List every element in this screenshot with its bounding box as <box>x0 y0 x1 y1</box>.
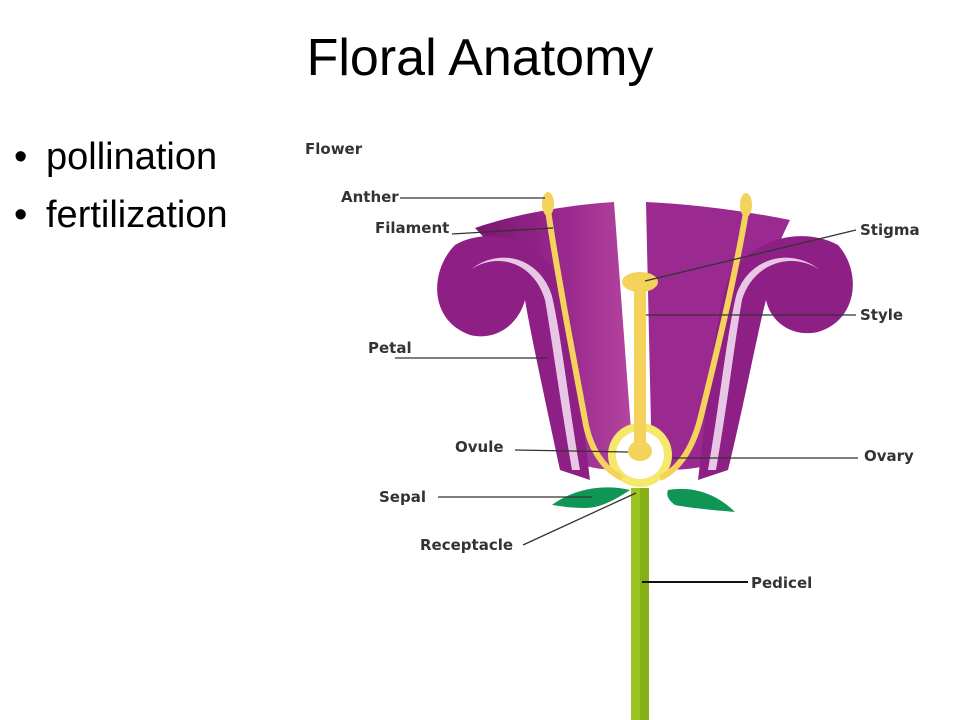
stigma <box>622 272 658 292</box>
label-sepal: Sepal <box>379 488 426 506</box>
filament-right <box>658 211 749 481</box>
anther-left <box>542 192 554 216</box>
sepal-left <box>552 487 630 508</box>
leader-receptacle <box>522 492 637 546</box>
label-filament: Filament <box>375 219 449 237</box>
bullet-text: fertilization <box>46 194 228 236</box>
bullet-fertilization: • fertilization <box>14 186 228 244</box>
petal-left-highlight <box>470 257 580 470</box>
bullet-text: pollination <box>46 136 218 178</box>
label-receptacle: Receptacle <box>420 536 513 554</box>
diagram-heading: Flower <box>305 140 363 158</box>
label-ovule: Ovule <box>455 438 504 456</box>
filament-left <box>545 209 624 481</box>
leader-stigma <box>644 229 857 282</box>
sepal-right <box>667 488 735 512</box>
bullet-dot: • <box>14 194 28 236</box>
label-style: Style <box>860 306 903 324</box>
bullet-dot: • <box>14 136 28 178</box>
anther-right <box>740 193 752 217</box>
stem-shadow <box>640 488 649 720</box>
label-petal: Petal <box>368 339 412 357</box>
style <box>634 285 646 450</box>
leader-ovule <box>514 449 629 453</box>
leader-filament <box>451 227 554 235</box>
petal-right-highlight <box>708 257 820 470</box>
label-anther: Anther <box>341 188 399 206</box>
bullet-pollination: • pollination <box>14 128 228 186</box>
label-stigma: Stigma <box>860 221 920 239</box>
label-pedicel: Pedicel <box>751 574 812 592</box>
label-ovary: Ovary <box>864 447 914 465</box>
bullet-list: • pollination • fertilization <box>14 128 228 244</box>
slide-title: Floral Anatomy <box>306 29 654 87</box>
